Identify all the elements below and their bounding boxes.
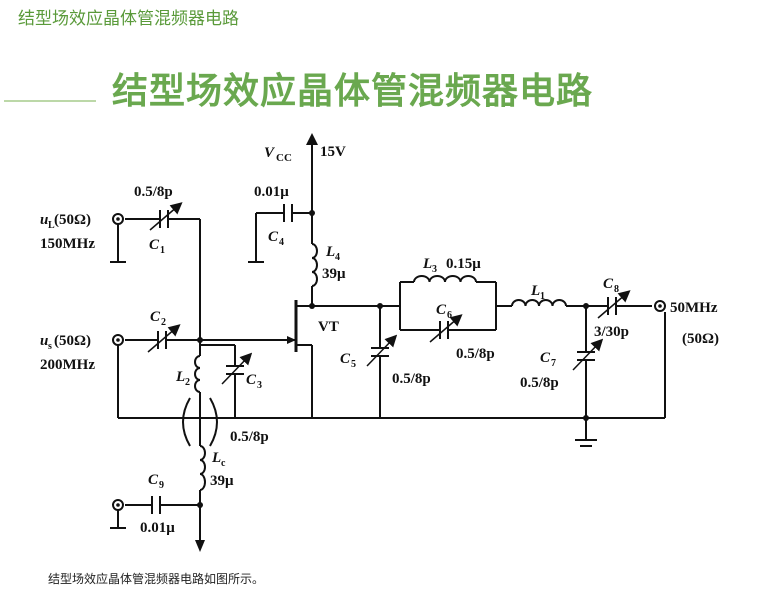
c6-sub: 6 [447,310,452,321]
vcc-value: 15V [320,144,346,160]
c3-value: 0.5/8p [230,429,269,445]
l4-value: 39μ [322,266,346,282]
vcc-arrow [306,133,318,145]
c2-name: C [150,309,161,325]
sig-freq: 200MHz [40,357,95,373]
c3-sub: 3 [257,380,262,391]
inductor-l4 [311,243,318,287]
lc-sub: c [221,458,226,469]
inductor-l1 [511,299,567,307]
c8-name: C [603,276,614,292]
jfet-transistor [287,300,312,352]
c6-name: C [436,302,447,318]
c7-sub: 7 [551,358,556,369]
transistor-label: VT [318,319,339,335]
caption-text: 结型场效应晶体管混频器电路如图所示。 [48,572,265,586]
l4-name: L [325,244,335,260]
capacitor-c2 [147,324,181,353]
sig-input-rest: (50Ω) [54,333,91,349]
lo-input-sub: L [48,220,55,231]
capacitor-c7 [572,338,604,371]
bottom-arrow [195,540,205,552]
c7-value: 0.5/8p [520,375,559,391]
l3-value: 0.15μ [446,256,481,272]
capacitor-c5 [366,334,398,367]
transformer-core [182,397,218,447]
c4-value: 0.01μ [254,184,289,200]
c9-value: 0.01μ [140,520,175,536]
lc-name: L [211,450,221,466]
lo-input-label: u [40,212,48,228]
inductor-l2 [194,355,201,393]
c5-value: 0.5/8p [392,371,431,387]
c6-value: 0.5/8p [456,346,495,362]
sig-input-sub: s [48,341,52,352]
l2-sub: 2 [185,377,190,388]
l3-name: L [422,256,432,272]
vcc-sub: CC [276,152,292,164]
c1-value: 0.5/8p [134,184,173,200]
capacitor-c1 [149,202,183,231]
sig-input-label: u [40,333,48,349]
l2-name: L [175,369,185,385]
capacitor-c4 [283,204,293,222]
capacitor-c3 [221,352,253,385]
labels: V CC 15V u L (50Ω) 150MHz u s (50Ω) 200M… [40,144,719,536]
inductor-lc [199,445,206,491]
lc-value: 39μ [210,473,234,489]
c8-sub: 8 [614,284,619,295]
c4-sub: 4 [279,237,284,248]
c7-name: C [540,350,551,366]
l1-name: L [530,283,540,299]
c8-value: 3/30p [594,324,629,340]
vcc-label: V [264,145,276,161]
l3-sub: 3 [432,264,437,275]
capacitor-c9 [151,496,161,514]
l1-sub: 1 [540,291,545,302]
capacitor-c8 [597,290,631,319]
capacitor-c6 [429,314,463,343]
c2-sub: 2 [161,317,166,328]
banner-divider [4,100,96,102]
c1-name: C [149,237,160,253]
inductor-l3 [413,275,477,283]
lo-input-rest: (50Ω) [54,212,91,228]
page-header-title: 结型场效应晶体管混频器电路 [18,9,239,28]
l4-sub: 4 [335,252,340,263]
c4-name: C [268,229,279,245]
terminals [112,213,666,511]
c3-name: C [246,372,257,388]
wires [110,145,666,545]
c5-sub: 5 [351,359,356,370]
lo-freq: 150MHz [40,236,95,252]
c1-sub: 1 [160,245,165,256]
c9-sub: 9 [159,480,164,491]
c9-name: C [148,472,159,488]
c5-name: C [340,351,351,367]
junctions [197,210,589,508]
banner-title: 结型场效应晶体管混频器电路 [112,71,594,112]
output-freq: 50MHz [670,300,718,316]
output-impedance: (50Ω) [682,331,719,347]
